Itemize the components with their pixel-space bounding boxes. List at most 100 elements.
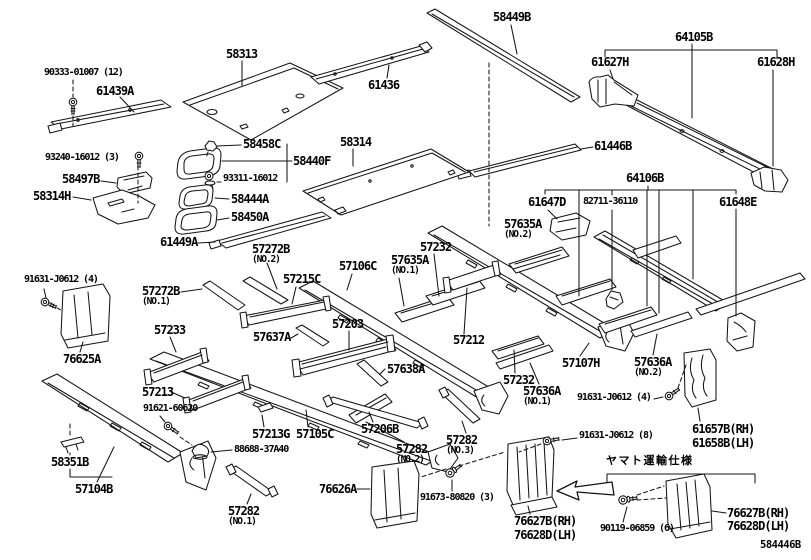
bolt-90333-01007 [68, 97, 78, 115]
part-61628H [750, 166, 789, 193]
part-number: 57282 [228, 504, 260, 518]
part-number: 61436 [368, 78, 400, 92]
part-label-91631j06124-42: 91631-J0612 (4) [577, 392, 652, 403]
spec-arrow-icon [556, 480, 615, 501]
strip-61449A [208, 211, 332, 250]
part-number: 76628D(LH) [514, 528, 577, 542]
part-number: 61449A [160, 235, 198, 249]
gasket-58450A [174, 205, 218, 235]
part-number: 57282 [446, 433, 478, 447]
part-label-64105b-5: 64105B [675, 30, 713, 44]
part-number: 61627H [591, 55, 629, 69]
part-number: 61658B(LH) [692, 436, 755, 450]
panel-76627B-standard [506, 436, 558, 516]
part-label-9331116012-14: 93311-16012 [223, 173, 278, 184]
part-number: 57637A [253, 330, 291, 344]
part-number: 76627B(RH) [727, 506, 790, 520]
part-label-57638a-36: 57638A [387, 362, 425, 376]
strip-57636A-no2 [630, 311, 693, 338]
part-number: 58313 [226, 47, 258, 61]
part-number: 91631-J0612 (8) [579, 430, 654, 441]
part-label-57107h-37: 57107H [562, 357, 600, 369]
part-number: 57282 [396, 442, 428, 456]
bolt-93240-16012 [134, 151, 144, 168]
part-number-note: (NO.1) [142, 296, 171, 308]
strip-57282-no3 [438, 386, 481, 424]
part-number: 58450A [231, 210, 269, 224]
part-label-57635a-22: 57635A(NO.2) [504, 217, 542, 240]
part-label-76628dlh-62: 76628D(LH) [727, 520, 790, 532]
leader-lines [43, 24, 778, 523]
part-number: 57232 [503, 373, 535, 387]
part-number: 76626A [319, 482, 357, 496]
part-number: 58497B [62, 172, 100, 186]
bolt-91621-60620 [163, 421, 180, 435]
part-number: 57213G [252, 427, 290, 441]
part-61627H [588, 74, 639, 108]
diagram-code: 584446B [760, 539, 801, 551]
part-label-61436-3: 61436 [368, 78, 400, 92]
part-label-58351b-53: 58351B [51, 456, 89, 468]
part-number: 82711-36110 [583, 196, 638, 207]
part-number-note: (NO.3) [446, 445, 475, 457]
part-label-58314h-15: 58314H [33, 190, 71, 202]
part-label-57203-32: 57203 [332, 318, 364, 330]
part-number: 57636A [634, 355, 672, 369]
part-number: 90333-01007 (12) [44, 67, 124, 78]
part-number: 57105C [296, 427, 334, 441]
crossmember-57233 [143, 347, 210, 386]
part-number: 57636A [523, 384, 561, 398]
part-label-8868837a40-49: 88688-37A40 [234, 444, 289, 455]
part-number: 57272B [252, 242, 290, 256]
part-number: 61648E [719, 195, 757, 209]
clip-58458C [204, 140, 218, 152]
part-number: 58440F [293, 154, 331, 168]
part-label-61446b-12: 61446B [594, 140, 632, 152]
part-number: 61628H [757, 55, 795, 69]
part-number: 93311-16012 [223, 173, 278, 184]
rail-64106B-channel [593, 230, 729, 312]
panel-61657B [683, 348, 717, 408]
part-label-57233-31: 57233 [154, 324, 186, 336]
part-number: 91631-J0612 (4) [577, 392, 652, 403]
part-label-61439a-1: 61439A [96, 85, 134, 97]
part-number: 57638A [387, 362, 425, 376]
part-label-61647d-18: 61647D [528, 195, 566, 209]
part-label-57637a-33: 57637A [253, 330, 291, 344]
sill-64105B [625, 98, 774, 178]
sill-61439A [47, 99, 172, 134]
part-number: 57213 [142, 385, 174, 399]
part-label-93240160123-8: 93240-16012 (3) [45, 152, 120, 163]
clip-58351B [60, 436, 85, 454]
part-number: 88688-37A40 [234, 444, 289, 455]
crossmember-57203 [291, 334, 397, 378]
part-number: 57104B [75, 482, 113, 496]
member-57215C [239, 295, 332, 329]
part-number-note: (NO.1) [523, 396, 552, 408]
part-label-57636a-41: 57636A(NO.1) [523, 384, 561, 408]
part-label-91673808203-55: 91673-80820 (3) [420, 492, 495, 503]
part-label-57636a-38: 57636A(NO.2) [634, 355, 672, 378]
part-number: 57215C [283, 272, 321, 286]
part-number: 57272B [142, 284, 180, 298]
part-number: 57635A [504, 217, 542, 231]
crossmember-57232-b [491, 335, 545, 360]
part-number: 61647D [528, 195, 566, 209]
panel-76626A [370, 460, 420, 529]
part-number: 93240-16012 (3) [45, 152, 120, 163]
part-label-58458c-9: 58458C [243, 138, 281, 150]
strip-57282-no1 [225, 463, 279, 498]
part-number-note: (NO.1) [228, 516, 257, 528]
bolt-91631-J0612-8 [542, 436, 560, 446]
part-label-903330100712-0: 90333-01007 (12) [44, 67, 124, 78]
strip-57272B-no1 [202, 280, 246, 311]
strip-61446B [456, 143, 582, 180]
part-number: 57232 [420, 240, 452, 254]
clip-88688-37A40 [191, 443, 210, 460]
crossmember-57212 [442, 260, 502, 294]
rail-57105C [149, 351, 459, 473]
bolt-91631-J0612-right4 [664, 387, 681, 401]
part-label-61658blh-45: 61658B(LH) [692, 436, 755, 450]
part-number: 57212 [453, 333, 485, 347]
part-number: 64105B [675, 30, 713, 44]
